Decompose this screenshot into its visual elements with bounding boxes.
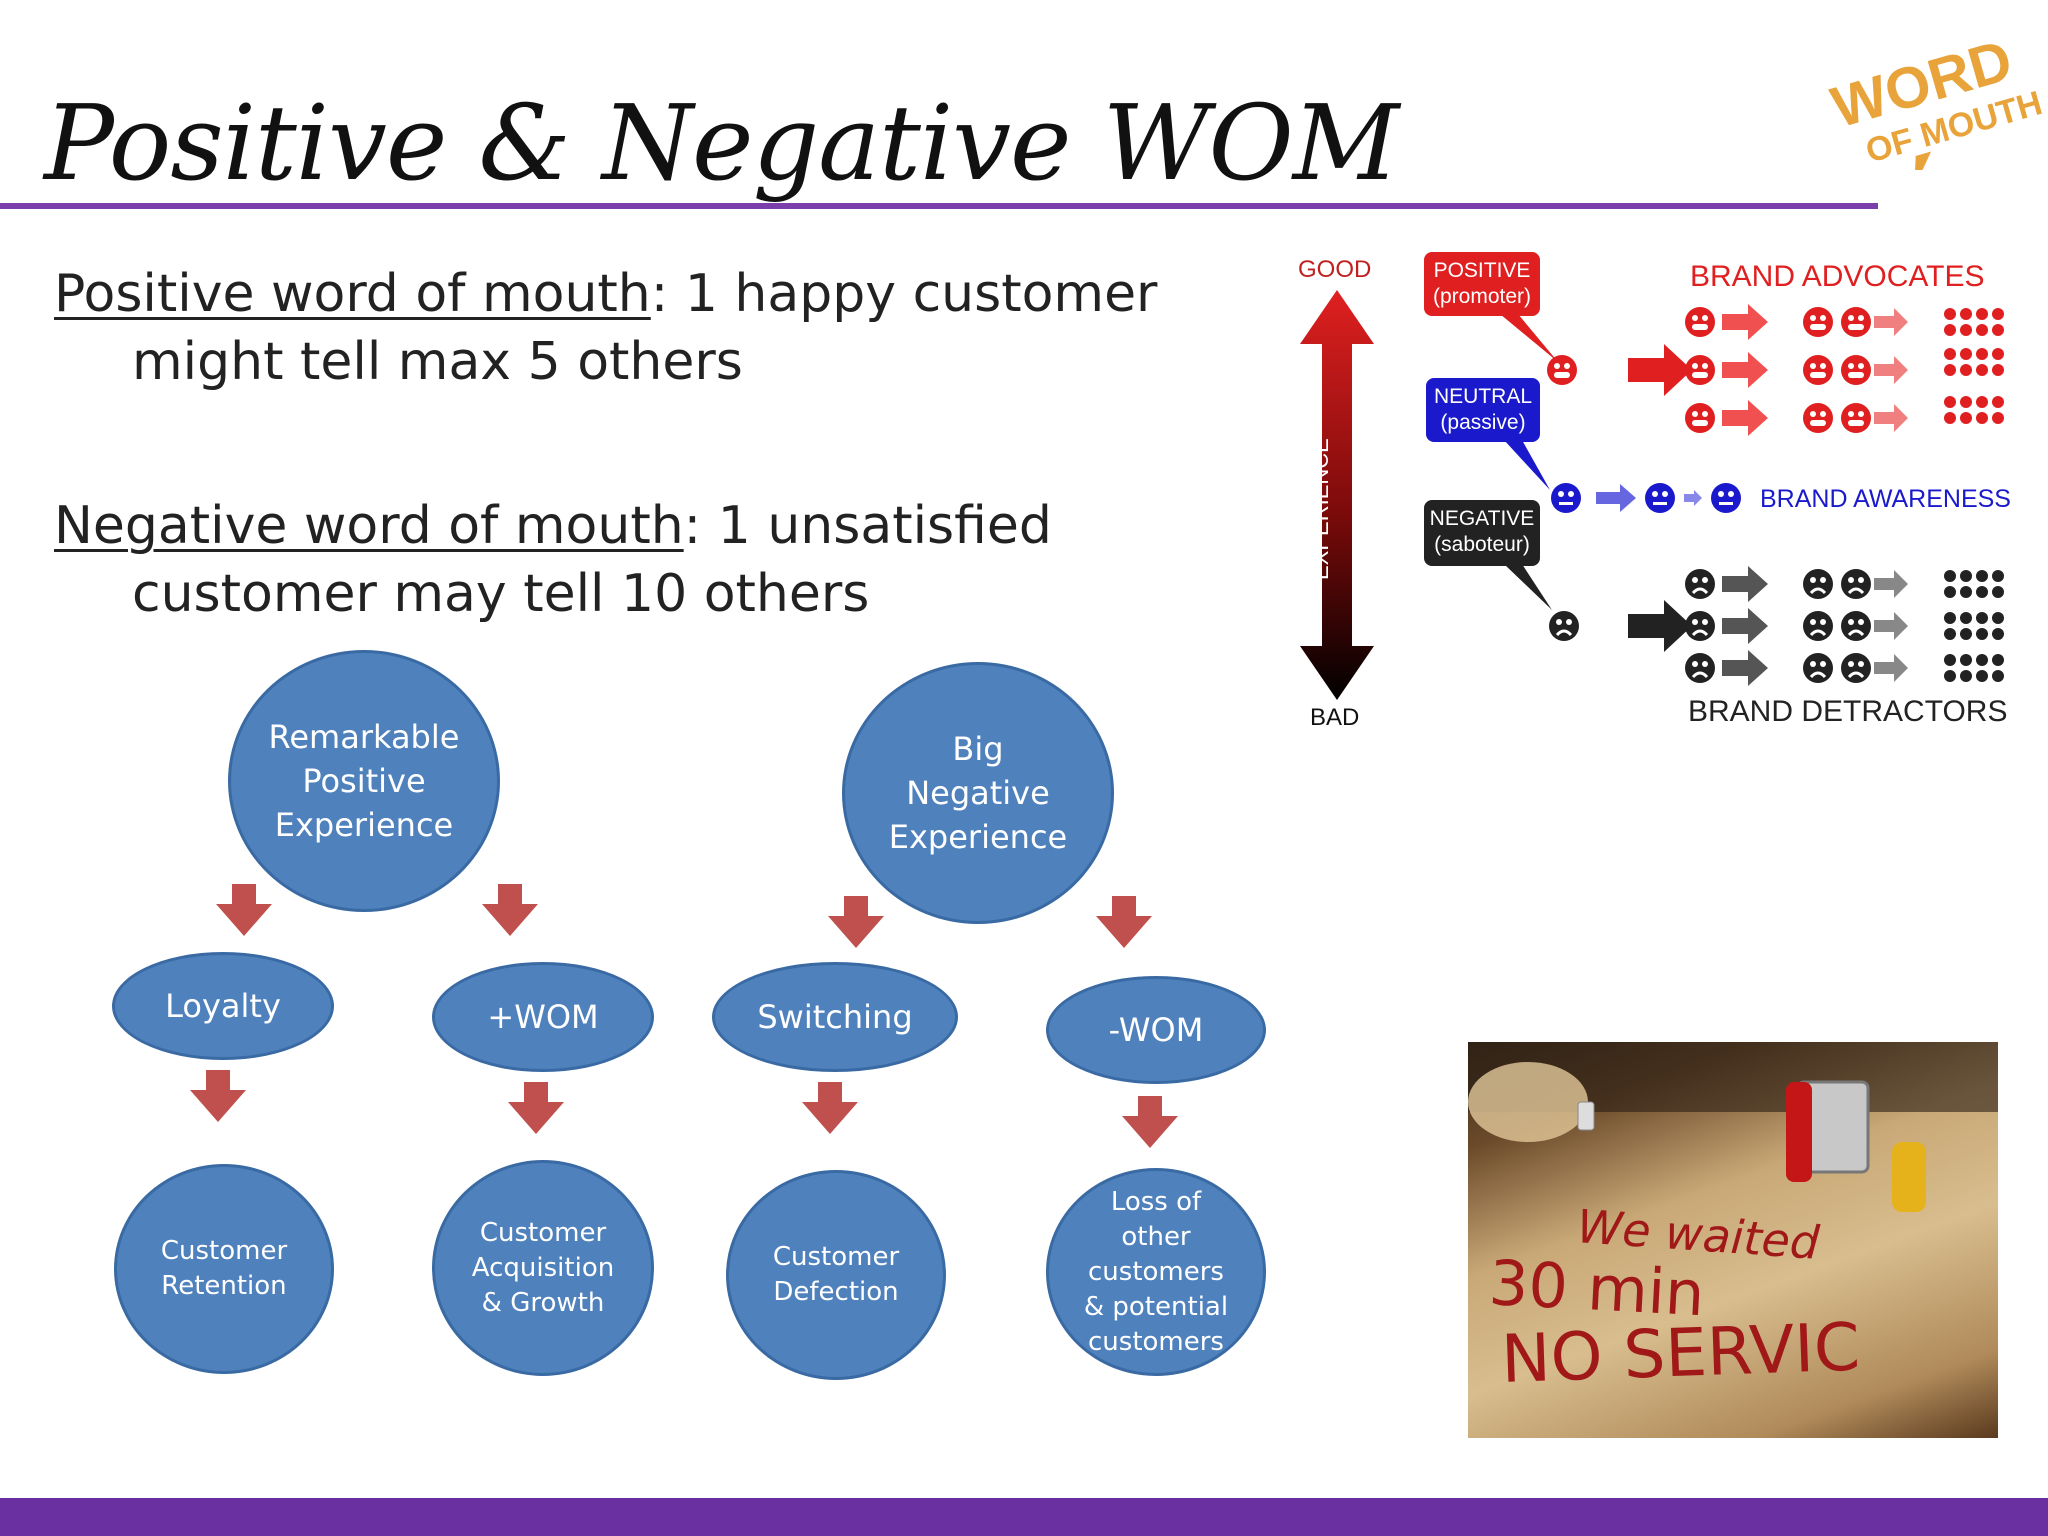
outcome-acquisition: Customer Acquisition & Growth: [432, 1160, 654, 1376]
bullet-negative-cont: customer may tell 10 others: [132, 564, 870, 624]
oval-loyalty: Loyalty: [112, 952, 334, 1060]
arrow-down-icon: [802, 1082, 858, 1134]
wom-network: [1500, 304, 2004, 686]
oval-plus-wom: +WOM: [432, 962, 654, 1072]
arrow-down-icon: [216, 884, 272, 936]
arrow-down-icon: [190, 1070, 246, 1122]
oval-switching: Switching: [712, 962, 958, 1072]
face-icon: [1547, 609, 1581, 643]
oval-switching-label: Switching: [757, 998, 913, 1036]
experience-arrow: [1300, 290, 1374, 700]
flow-arrows: [190, 884, 1178, 1148]
oval-plus-wom-label: +WOM: [487, 998, 599, 1036]
outcome-defection-label: Customer Defection: [772, 1242, 900, 1307]
bubble-negative-sub: (saboteur): [1434, 533, 1530, 556]
oval-loyalty-label: Loyalty: [165, 987, 281, 1025]
face-icon: [1685, 307, 1715, 337]
face-icon: [1711, 483, 1741, 513]
bubble-positive: POSITIVE (promoter): [1424, 252, 1540, 316]
bullet-negative-term: Negative word of mouth: [54, 496, 684, 556]
root-negative-circle: Big Negative Experience: [842, 662, 1114, 924]
outcome-loss: Loss of other customers & potential cust…: [1046, 1168, 1266, 1376]
photo-text-3: NO SERVIC: [1500, 1309, 1861, 1398]
arrow-down-icon: [508, 1082, 564, 1134]
label-brand-awareness: BRAND AWARENESS: [1760, 485, 2011, 513]
face-icon: [1685, 403, 1715, 433]
bullet-positive-cont: might tell max 5 others: [132, 332, 743, 392]
bubble-negative-label: NEGATIVE: [1429, 507, 1535, 530]
bullet-positive-text: : 1 happy customer: [650, 264, 1158, 324]
bullet-positive: Positive word of mouth: 1 happy customer: [54, 260, 1157, 328]
oval-minus-wom-label: -WOM: [1108, 1011, 1204, 1049]
outcome-retention: Customer Retention: [114, 1164, 334, 1374]
face-icon: [1683, 567, 1717, 601]
label-bad: BAD: [1310, 704, 1360, 731]
arrow-right-icon: [1628, 600, 1692, 652]
outcome-retention-label: Customer Retention: [160, 1236, 288, 1301]
label-brand-advocates: BRAND ADVOCATES: [1690, 260, 1985, 293]
word-of-mouth-logo: WORD OF MOUTH: [1825, 27, 2046, 170]
arrow-down-icon: [828, 896, 884, 948]
title-rule: [0, 203, 1878, 209]
face-icon: [1551, 483, 1581, 513]
face-icon: [1685, 355, 1715, 385]
root-negative-label: Big Negative Experience: [888, 730, 1068, 856]
photo-scene: We waited 30 min NO SERVIC: [1468, 1042, 1998, 1398]
bubble-neutral-label: NEUTRAL: [1433, 385, 1533, 408]
outcome-acquisition-label: Customer Acquisition & Growth: [471, 1217, 615, 1318]
outcome-loss-label: Loss of other customers & potential cust…: [1083, 1186, 1229, 1357]
label-brand-detractors: BRAND DETRACTORS: [1688, 695, 2008, 728]
bubble-neutral: NEUTRAL (passive): [1426, 378, 1540, 442]
arrow-down-icon: [482, 884, 538, 936]
mustard-bottle: [1892, 1142, 1926, 1212]
root-positive-circle: Remarkable Positive Experience: [228, 650, 500, 912]
face-icon: [1683, 651, 1717, 685]
bubble-positive-sub: (promoter): [1432, 285, 1532, 308]
footer-bar: [0, 1498, 2048, 1536]
bubble-neutral-sub: (passive): [1440, 411, 1526, 434]
arrow-down-icon: [1096, 896, 1152, 948]
bullet-negative-text: : 1 unsatisfied: [683, 496, 1052, 556]
face-icon: [1683, 609, 1717, 643]
oval-minus-wom: -WOM: [1046, 976, 1266, 1084]
photo-text-2: 30 min: [1487, 1246, 1706, 1330]
salt-shaker: [1577, 1101, 1595, 1131]
outcome-defection: Customer Defection: [726, 1170, 946, 1380]
arrow-right-icon: [1628, 344, 1692, 396]
bullet-negative: Negative word of mouth: 1 unsatisfied: [54, 492, 1052, 560]
bubble-negative: NEGATIVE (saboteur): [1424, 500, 1540, 566]
face-icon: [1645, 483, 1675, 513]
bullet-positive-term: Positive word of mouth: [54, 264, 651, 324]
bubble-positive-label: POSITIVE: [1433, 259, 1531, 282]
arrow-down-icon: [1122, 1096, 1178, 1148]
root-positive-label: Remarkable Positive Experience: [268, 718, 460, 844]
photo-no-service: We waited 30 min NO SERVIC: [1468, 1042, 1998, 1438]
ketchup-bottle: [1786, 1082, 1812, 1182]
slide-title: Positive & Negative WOM: [44, 82, 1399, 204]
face-icon: [1547, 355, 1577, 385]
label-experience: EXPERIENCE: [1308, 438, 1333, 580]
label-good: GOOD: [1298, 256, 1372, 283]
